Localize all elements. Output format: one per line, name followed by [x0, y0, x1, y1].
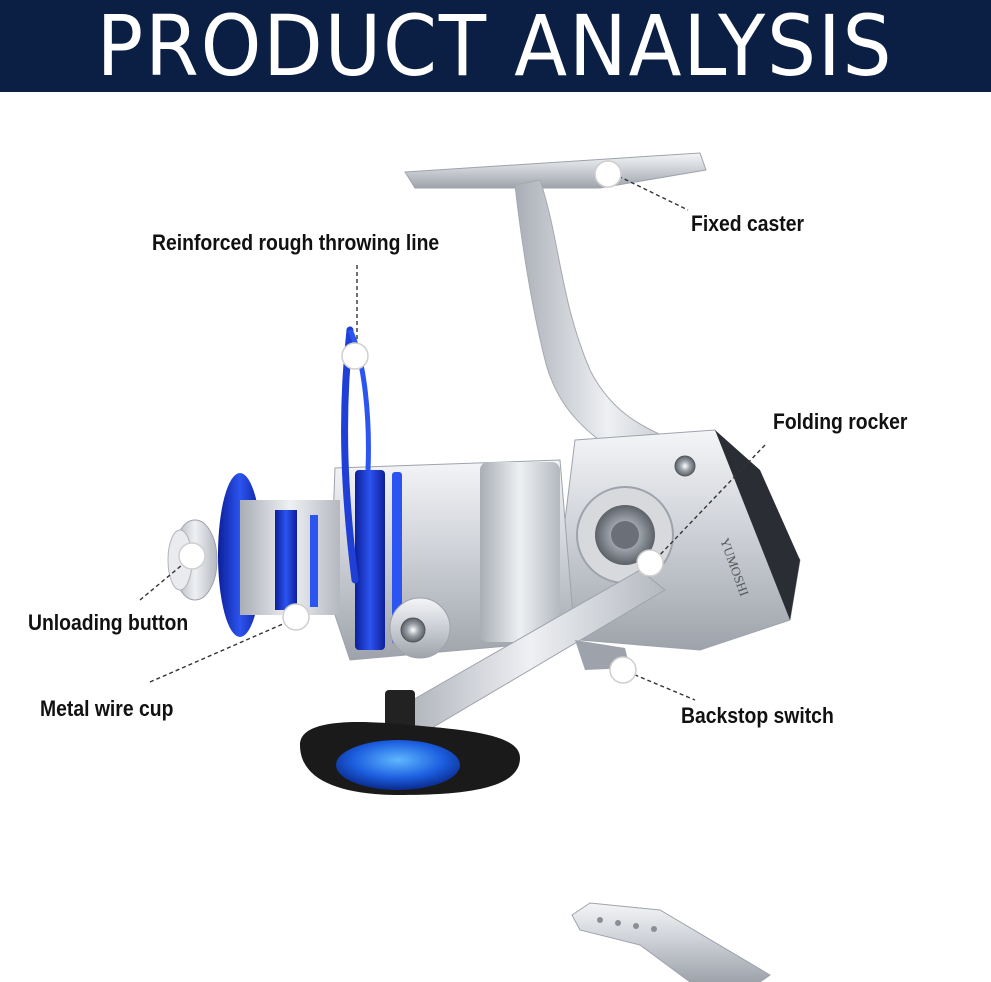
callout-dot-backstop-switch	[609, 656, 637, 684]
reel-handle	[300, 569, 666, 795]
label-metal-wire-cup: Metal wire cup	[40, 696, 174, 721]
label-reinforced-throwing-line: Reinforced rough throwing line	[152, 230, 440, 255]
callout-dot-folding-rocker	[636, 549, 664, 577]
callout-dot-metal-wire-cup	[282, 603, 310, 631]
reel-rotor	[329, 459, 576, 661]
label-backstop-switch: Backstop switch	[681, 703, 834, 728]
fishing-reel-illustration: YUMOSHI	[139, 152, 801, 982]
leader-backstop-switch	[627, 671, 696, 701]
reel-foot	[404, 152, 707, 471]
callout-dot-throwing-line	[341, 342, 369, 370]
label-fixed-caster: Fixed caster	[691, 211, 804, 236]
page-title: PRODUCT ANALYSIS	[97, 0, 894, 95]
callout-dot-unloading-button	[178, 542, 206, 570]
leader-folding-rocker	[654, 444, 766, 561]
callout-dot-fixed-caster	[594, 160, 622, 188]
label-unloading-button: Unloading button	[28, 610, 189, 635]
second-reel-foot-partial	[571, 902, 771, 982]
leader-unloading-button	[139, 559, 189, 601]
label-folding-rocker: Folding rocker	[773, 409, 908, 434]
leader-fixed-caster	[611, 172, 689, 211]
header-banner: PRODUCT ANALYSIS	[0, 0, 991, 92]
leader-metal-wire-cup	[149, 619, 293, 683]
